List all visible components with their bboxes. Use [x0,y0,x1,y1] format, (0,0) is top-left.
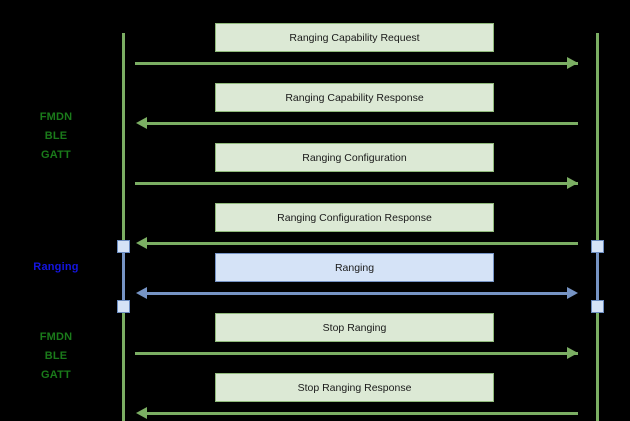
right-activation-end-marker [591,300,604,313]
arrowhead-right-icon [567,177,578,189]
message-box-stop-ranging: Stop Ranging [215,313,494,342]
left-activation-bar [122,246,125,306]
arrowhead-left-icon [136,117,147,129]
arrowhead-right-icon [567,347,578,359]
message-arrow-ranging-capability-response [147,122,578,125]
message-arrow-ranging [147,292,567,295]
phase-label-ranging: Ranging [33,261,79,273]
message-box-ranging-capability-request: Ranging Capability Request [215,23,494,52]
arrowhead-left-icon [136,237,147,249]
right-activation-start-marker [591,240,604,253]
phase-label-fmdn-ble-gatt-top: FMDN BLE GATT [39,111,73,161]
left-lifeline [122,33,125,421]
left-activation-start-marker [117,240,130,253]
message-arrow-ranging-capability-request [135,62,578,65]
arrowhead-right-icon [567,57,578,69]
arrowhead-right-icon [567,287,578,299]
message-arrow-ranging-configuration [135,182,578,185]
right-lifeline [596,33,599,421]
arrowhead-left-icon [136,407,147,419]
message-box-ranging-configuration: Ranging Configuration [215,143,494,172]
message-box-ranging-configuration-response: Ranging Configuration Response [215,203,494,232]
phase-label-fmdn-ble-gatt-bottom: FMDN BLE GATT [39,331,73,381]
message-arrow-ranging-configuration-response [147,242,578,245]
left-activation-end-marker [117,300,130,313]
right-activation-bar [596,246,599,306]
message-arrow-stop-ranging [135,352,578,355]
message-box-ranging-capability-response: Ranging Capability Response [215,83,494,112]
arrowhead-left-icon [136,287,147,299]
message-box-stop-ranging-response: Stop Ranging Response [215,373,494,402]
message-box-ranging: Ranging [215,253,494,282]
message-arrow-stop-ranging-response [147,412,578,415]
